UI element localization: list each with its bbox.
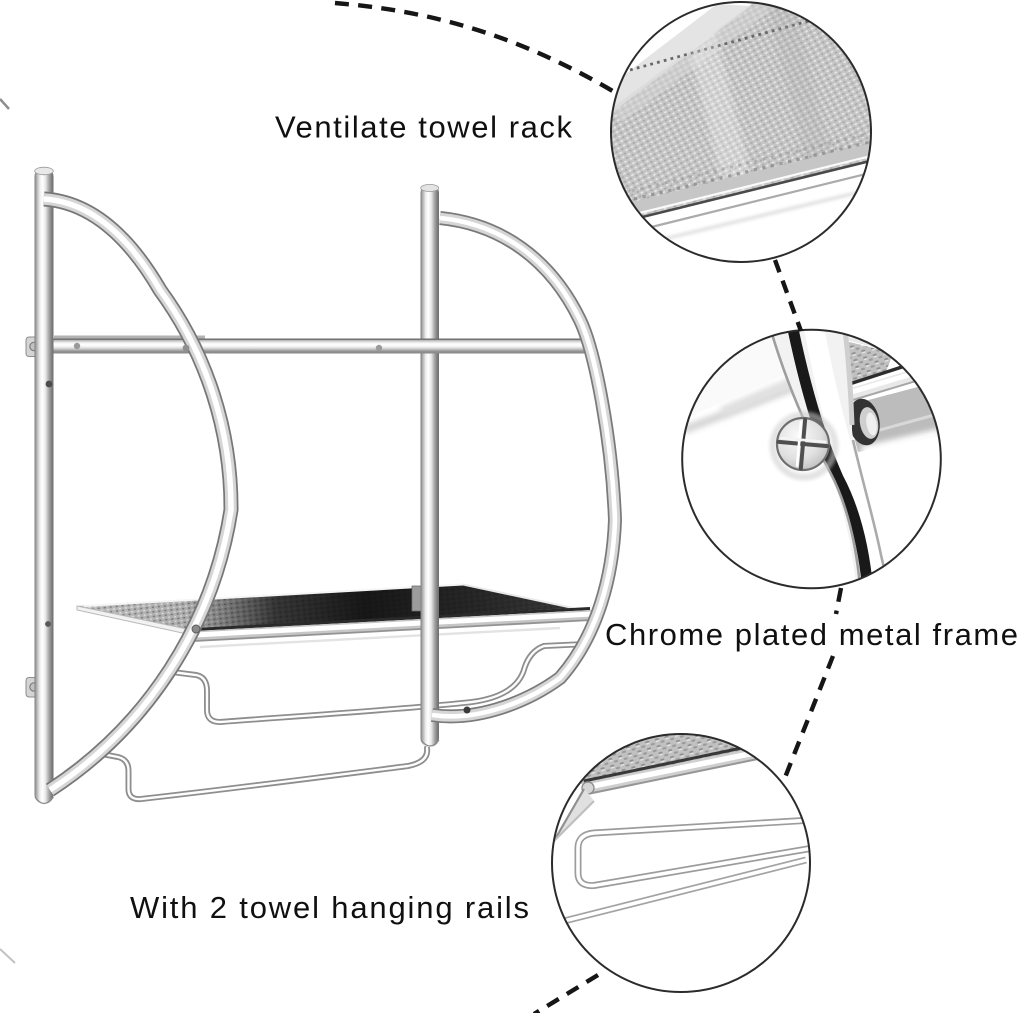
svg-text:With 2 towel hanging rails: With 2 towel hanging rails bbox=[130, 890, 529, 925]
svg-text:Ventilate towel rack: Ventilate towel rack bbox=[275, 110, 573, 145]
svg-text:Chrome plated metal frame: Chrome plated metal frame bbox=[605, 617, 1018, 652]
